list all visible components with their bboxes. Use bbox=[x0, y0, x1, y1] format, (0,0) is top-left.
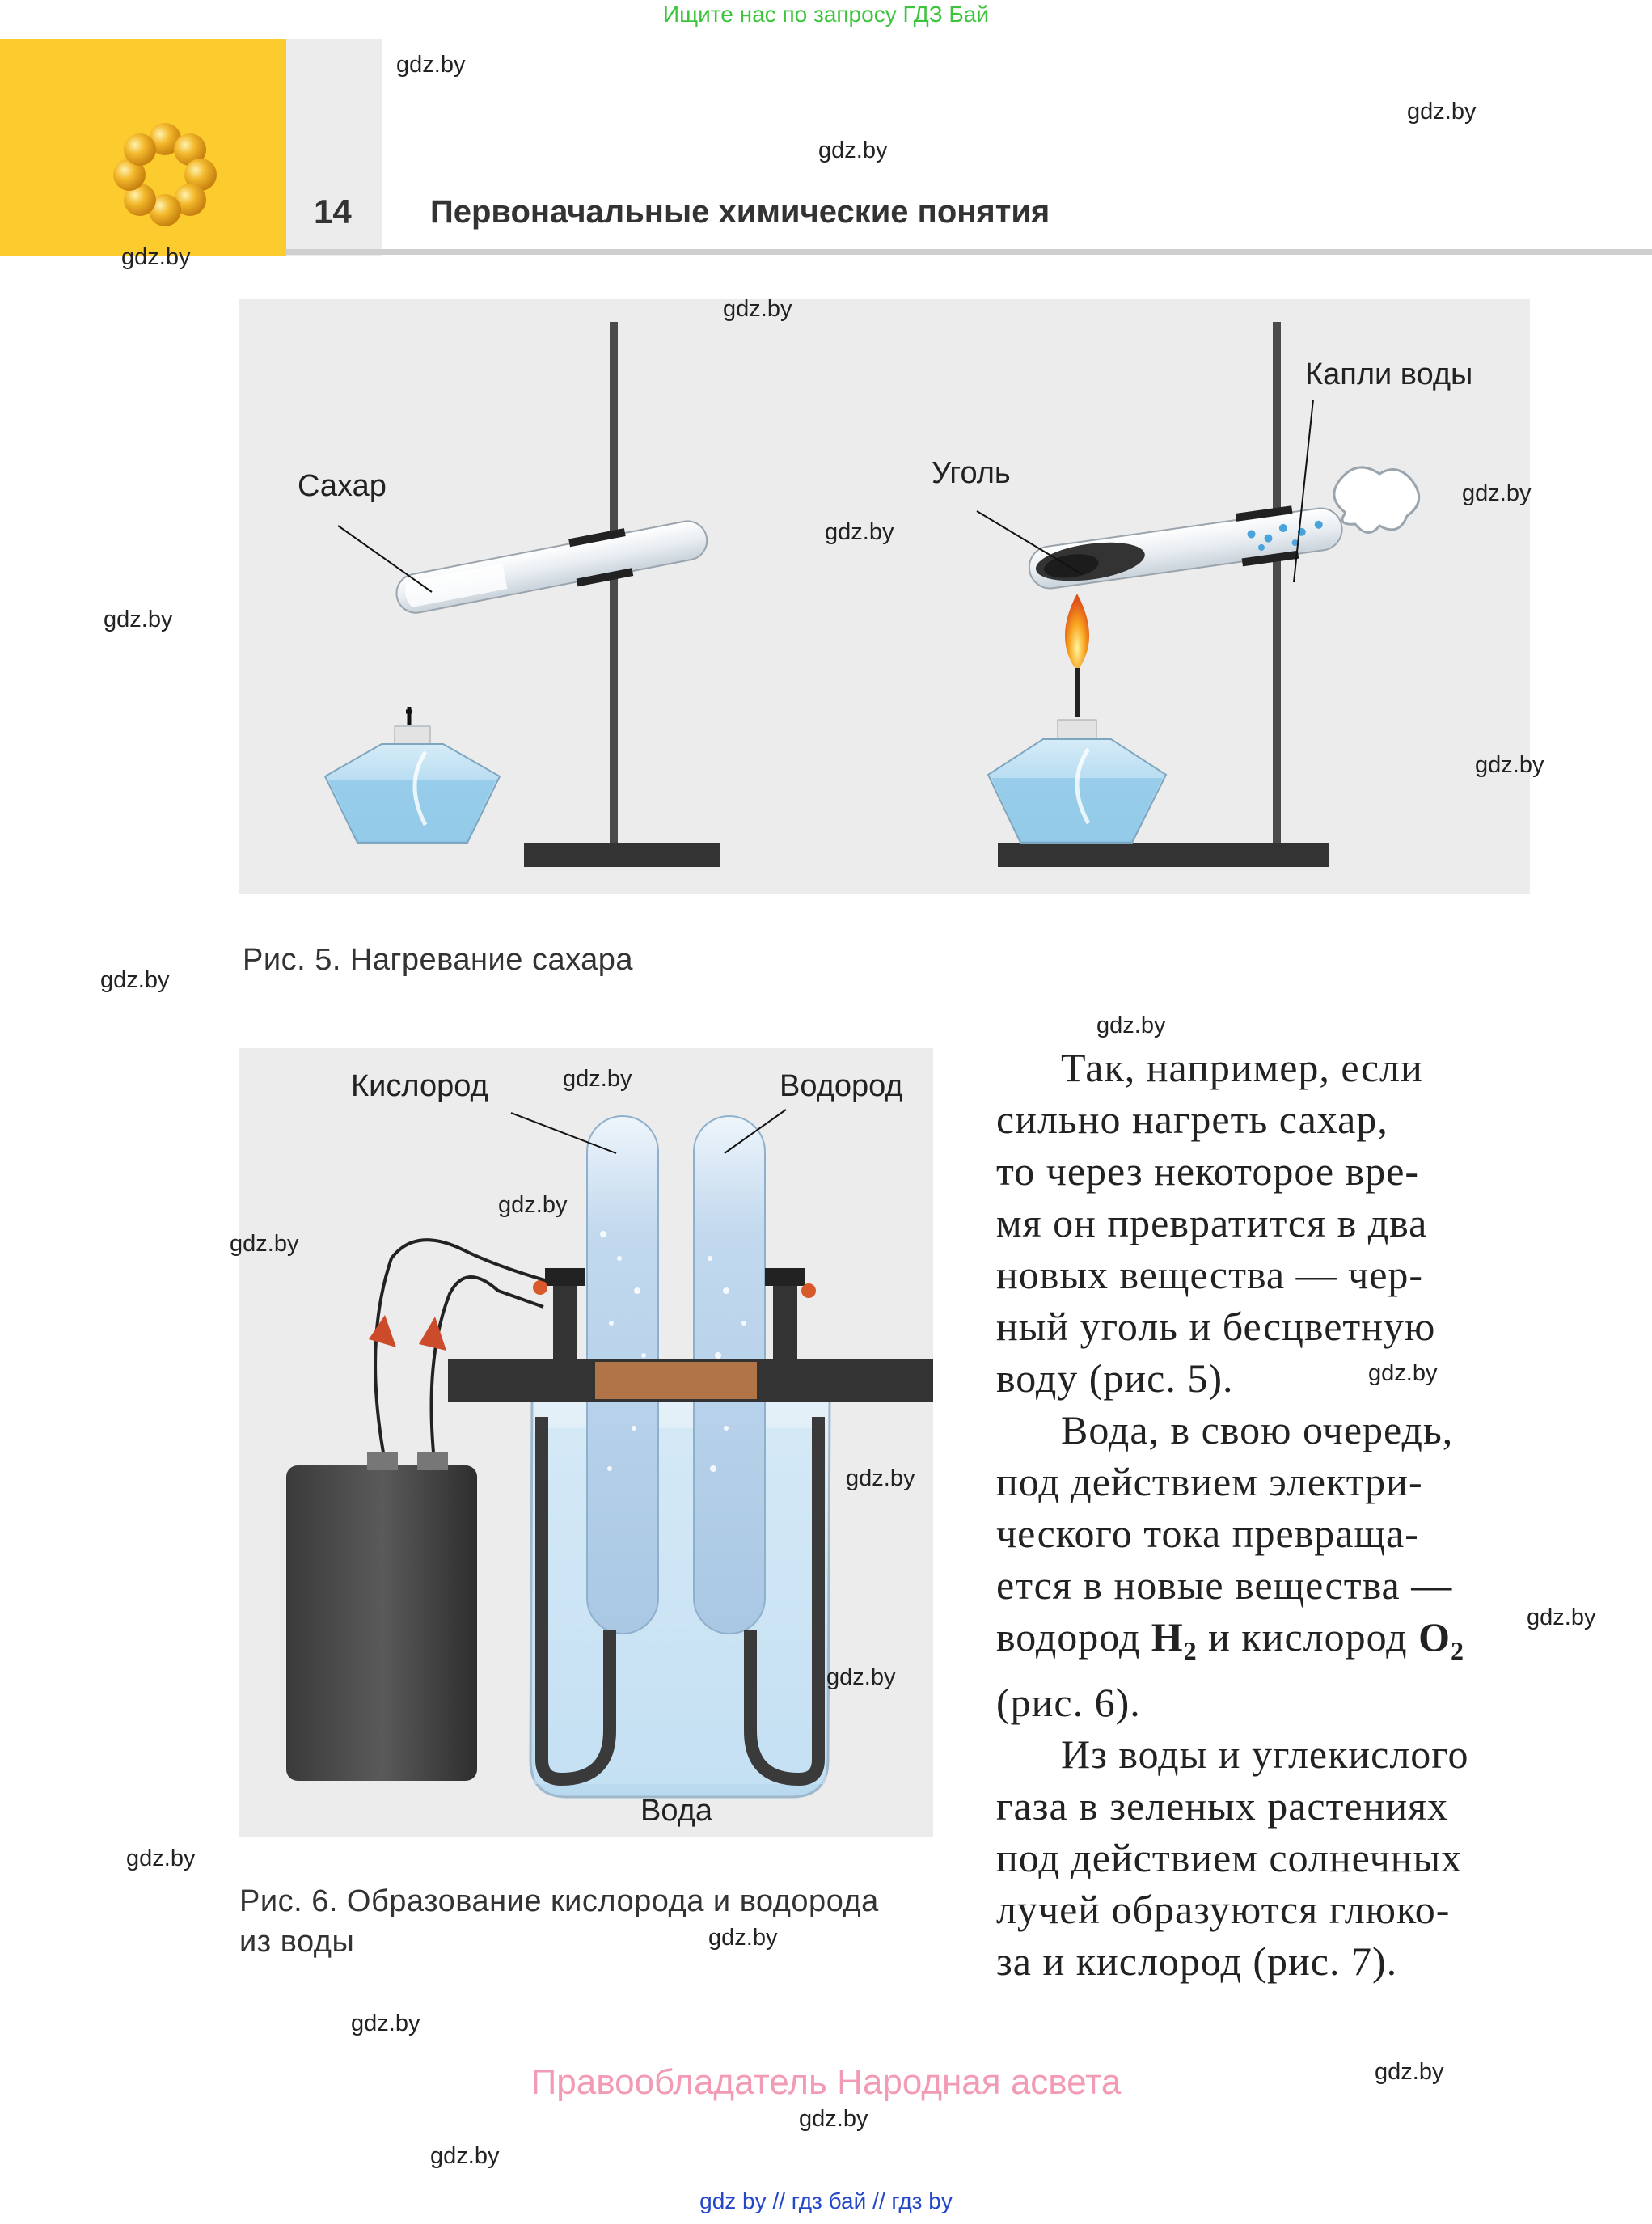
text-line: мя он превратится в два bbox=[996, 1200, 1428, 1245]
text-line: ется в новые вещества — bbox=[996, 1562, 1453, 1608]
figure-6-caption-line2: из воды bbox=[239, 1925, 355, 1959]
label-water: Вода bbox=[640, 1794, 712, 1828]
watermark: gdz.by bbox=[121, 244, 191, 270]
label-coal: Уголь bbox=[932, 456, 1011, 490]
watermark: gdz.by bbox=[1527, 1605, 1596, 1630]
watermark: gdz.by bbox=[498, 1192, 568, 1218]
text-line: Вода, в свою очередь, bbox=[1061, 1407, 1454, 1452]
watermark: gdz.by bbox=[799, 2106, 868, 2132]
top-banner[interactable]: Ищите нас по запросу ГДЗ Бай bbox=[662, 2, 990, 27]
watermark: gdz.by bbox=[1096, 1013, 1166, 1038]
header-rule bbox=[286, 249, 1652, 255]
text-line: под действием электри- bbox=[996, 1459, 1423, 1504]
text-fragment: и кислород bbox=[1197, 1614, 1419, 1660]
watermark: gdz.by bbox=[104, 607, 173, 632]
paragraph-2: Вода, в свою очередь, под действием элек… bbox=[996, 1404, 1530, 1728]
h2-formula: H2 bbox=[1151, 1614, 1198, 1665]
text-line: Из воды и углекислого bbox=[1061, 1731, 1469, 1777]
figure-6-caption-line1: Рис. 6. Образование кислорода и водорода bbox=[239, 1884, 879, 1918]
text-line: воду (рис. 5). bbox=[996, 1355, 1234, 1401]
paragraph-3: Из воды и углекислого газа в зеленых рас… bbox=[996, 1728, 1530, 1987]
body-text: Так, например, если сильно нагреть сахар… bbox=[996, 1042, 1530, 1987]
molecule-logo-icon bbox=[113, 123, 217, 226]
watermark: gdz.by bbox=[396, 52, 466, 78]
text-line: сильно нагреть сахар, bbox=[996, 1097, 1388, 1142]
label-water-drops: Капли воды bbox=[1305, 357, 1473, 391]
watermark: gdz.by bbox=[825, 519, 894, 545]
paragraph-1: Так, например, если сильно нагреть сахар… bbox=[996, 1042, 1530, 1404]
label-hydrogen: Водород bbox=[780, 1069, 903, 1103]
text-line: (рис. 6). bbox=[996, 1680, 1141, 1725]
watermark: gdz.by bbox=[846, 1465, 915, 1491]
watermark: gdz.by bbox=[1407, 99, 1477, 125]
figure-5-caption: Рис. 5. Нагревание сахара bbox=[243, 943, 634, 977]
watermark: gdz.by bbox=[723, 296, 792, 322]
watermark: gdz.by bbox=[1462, 480, 1532, 506]
text-line: Так, например, если bbox=[1061, 1045, 1423, 1090]
figure-5-illustration bbox=[239, 299, 1530, 894]
label-oxygen: Кислород bbox=[351, 1069, 488, 1103]
text-fragment: водород bbox=[996, 1614, 1151, 1660]
watermark: gdz.by bbox=[826, 1664, 896, 1690]
text-line: газа в зеленых растениях bbox=[996, 1783, 1449, 1829]
watermark: gdz.by bbox=[1368, 1360, 1438, 1386]
watermark: gdz.by bbox=[126, 1846, 196, 1871]
watermark: gdz.by bbox=[230, 1231, 299, 1257]
label-sugar: Сахар bbox=[298, 469, 387, 503]
figure-6-illustration bbox=[239, 1048, 933, 1837]
page-title: Первоначальные химические понятия bbox=[430, 194, 1050, 230]
text-line: то через некоторое вре- bbox=[996, 1148, 1420, 1194]
text-line: новых вещества — чер- bbox=[996, 1252, 1424, 1297]
text-line: под действием солнечных bbox=[996, 1835, 1463, 1880]
watermark: gdz.by bbox=[708, 1925, 778, 1951]
watermark: gdz.by bbox=[1375, 2059, 1444, 2085]
watermark: gdz.by bbox=[100, 967, 170, 993]
watermark: gdz.by bbox=[1475, 752, 1544, 778]
text-line: ческого тока превраща- bbox=[996, 1511, 1419, 1556]
formula-line: водород H2 и кислород O2 bbox=[996, 1611, 1530, 1676]
copyright-notice: Правообладатель Народная асвета bbox=[530, 2062, 1122, 2102]
text-line: ный уголь и бесцветную bbox=[996, 1304, 1436, 1349]
page-number: 14 bbox=[314, 192, 352, 230]
page-number-strip bbox=[286, 39, 382, 256]
watermark: gdz.by bbox=[430, 2143, 500, 2169]
footer-links[interactable]: gdz by // гдз бай // гдз by bbox=[699, 2188, 953, 2213]
watermark: gdz.by bbox=[351, 2010, 420, 2036]
text-line: за и кислород (рис. 7). bbox=[996, 1939, 1398, 1984]
watermark: gdz.by bbox=[563, 1066, 632, 1092]
text-line: лучей образуются глюко- bbox=[996, 1887, 1451, 1932]
watermark: gdz.by bbox=[818, 137, 888, 163]
o2-formula: O2 bbox=[1418, 1614, 1465, 1665]
